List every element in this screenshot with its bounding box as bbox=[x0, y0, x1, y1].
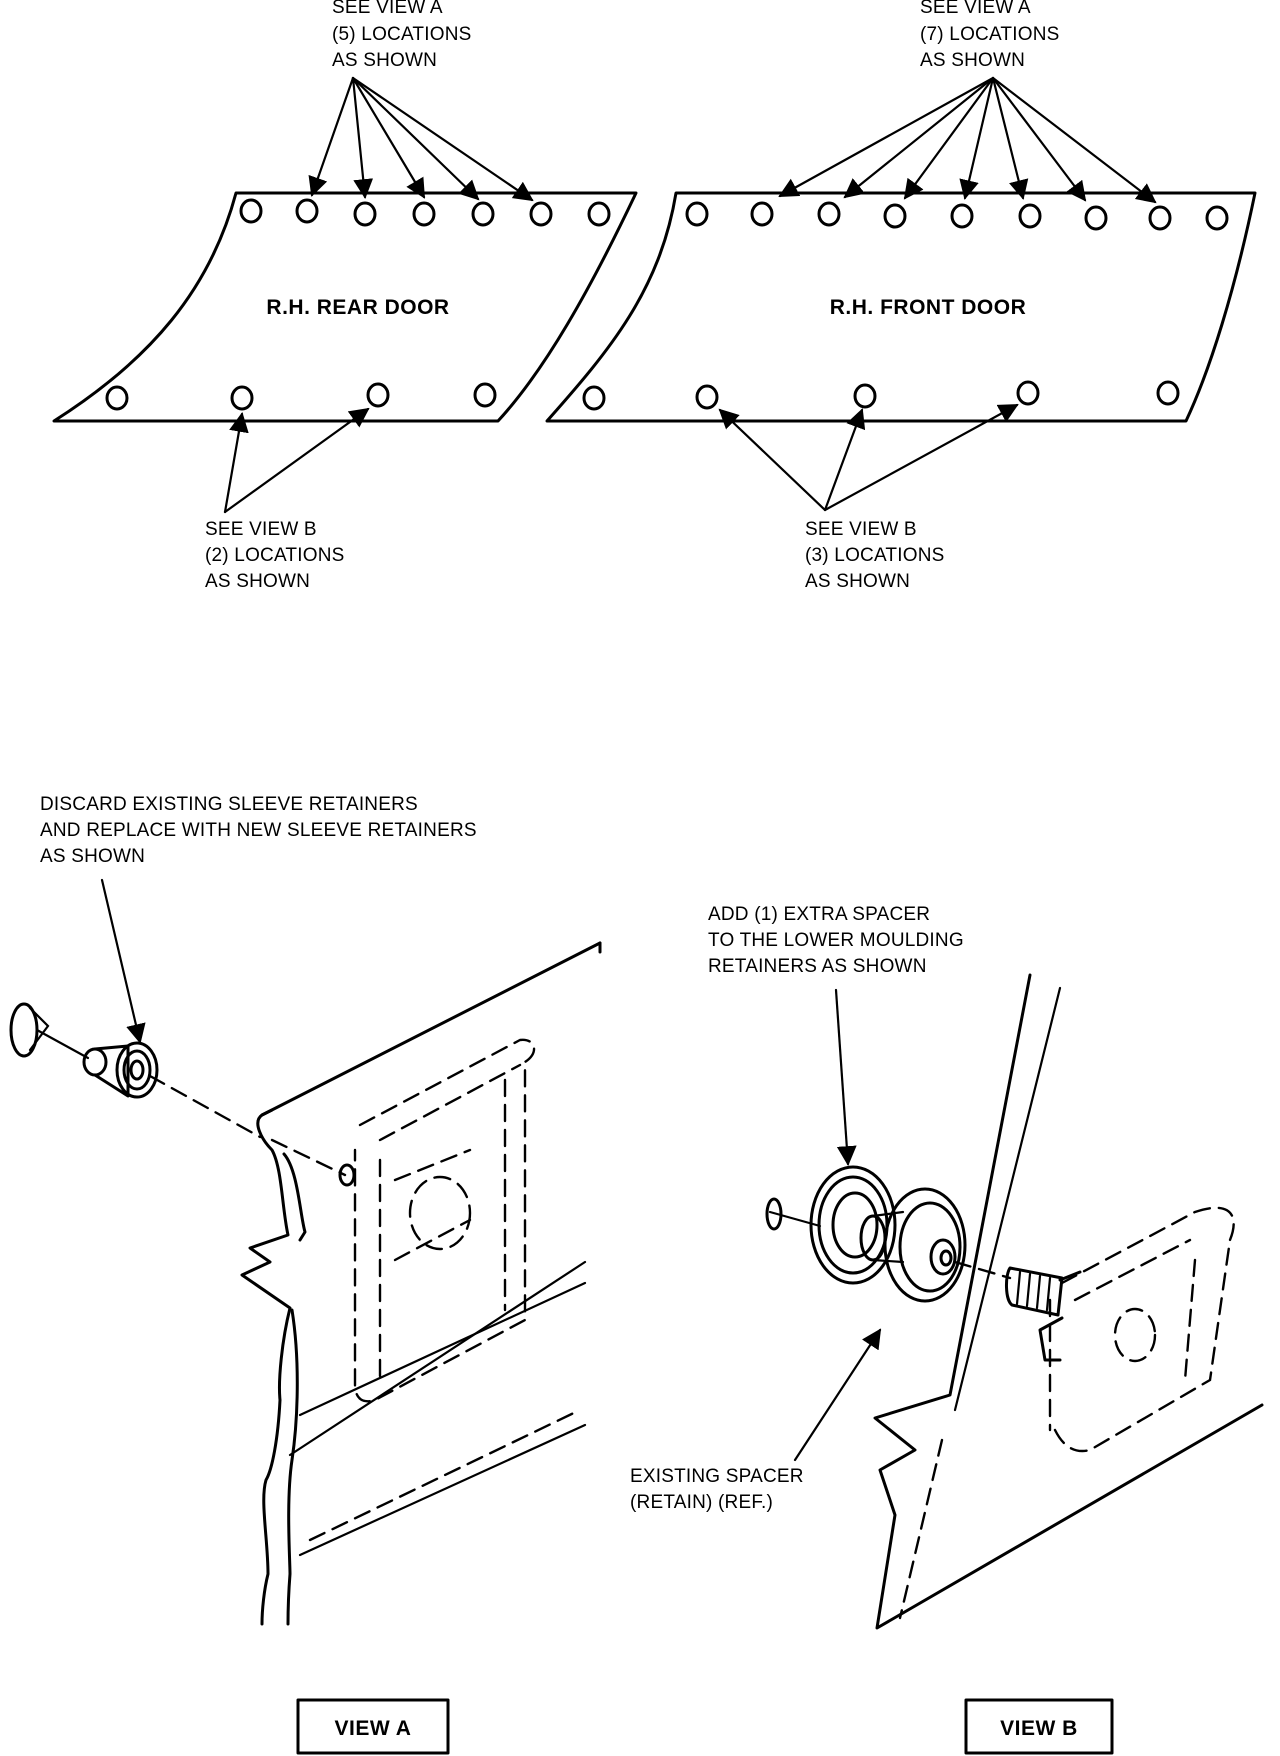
sleeve-retainer bbox=[82, 1041, 159, 1099]
front-door-top-holes bbox=[685, 201, 1229, 231]
callout-line: (7) LOCATIONS bbox=[920, 24, 1060, 45]
rear-door-callout-bottom: SEE VIEW B (2) LOCATIONS AS SHOWN bbox=[205, 519, 345, 592]
view-a-note: DISCARD EXISTING SLEEVE RETAINERS AND RE… bbox=[40, 794, 477, 867]
callout-line: SEE VIEW A bbox=[920, 0, 1031, 18]
view-a-label: VIEW A bbox=[335, 1717, 412, 1740]
front-door-top-arrows bbox=[778, 76, 1157, 204]
front-door-callout-top: SEE VIEW A (7) LOCATIONS AS SHOWN bbox=[920, 0, 1060, 71]
view-a-label-box: VIEW A bbox=[296, 1698, 450, 1755]
rear-door-bottom-arrows bbox=[223, 407, 370, 514]
callout-line: SEE VIEW B bbox=[205, 519, 317, 540]
callout-line: (3) LOCATIONS bbox=[805, 545, 945, 566]
front-door-outline bbox=[545, 191, 1257, 423]
view-a-moulding-top bbox=[260, 941, 602, 1117]
view-a-moulding-hidden bbox=[308, 1408, 582, 1542]
fastener-pin bbox=[9, 1002, 90, 1060]
view-a-moulding-line bbox=[298, 1281, 587, 1417]
note-line: ADD (1) EXTRA SPACER bbox=[708, 904, 930, 925]
note-line: (RETAIN) (REF.) bbox=[630, 1492, 773, 1513]
view-b-label-box: VIEW B bbox=[964, 1698, 1114, 1755]
view-b-illustration: ADD (1) EXTRA SPACER TO THE LOWER MOULDI… bbox=[630, 904, 1264, 1630]
spacer-shaft bbox=[859, 1210, 905, 1264]
view-a-hidden-bracket bbox=[270, 1038, 536, 1403]
note-line: TO THE LOWER MOULDING bbox=[708, 930, 964, 951]
view-a-panel-edge bbox=[240, 941, 602, 1626]
view-a-note-arrow bbox=[100, 878, 146, 1044]
front-door-bottom-arrows bbox=[718, 403, 1019, 512]
callout-line: (2) LOCATIONS bbox=[205, 545, 345, 566]
view-b-panel-edge-inner bbox=[953, 986, 1062, 1412]
view-b-add-arrow bbox=[834, 988, 857, 1166]
callout-line: AS SHOWN bbox=[920, 50, 1025, 71]
front-door-bottom-holes bbox=[582, 380, 1180, 411]
front-door-title: R.H. FRONT DOOR bbox=[830, 296, 1027, 319]
view-b-hidden-bracket bbox=[1038, 1206, 1235, 1453]
note-line: DISCARD EXISTING SLEEVE RETAINERS bbox=[40, 794, 418, 815]
existing-spacer bbox=[883, 1187, 967, 1303]
view-a-illustration: DISCARD EXISTING SLEEVE RETAINERS AND RE… bbox=[9, 794, 602, 1626]
rear-door-top-arrows bbox=[308, 76, 534, 202]
view-b-note-existing: EXISTING SPACER (RETAIN) (REF.) bbox=[630, 1466, 804, 1513]
view-b-label: VIEW B bbox=[1000, 1717, 1078, 1740]
callout-line: AS SHOWN bbox=[805, 571, 910, 592]
callout-line: SEE VIEW A bbox=[332, 0, 443, 18]
view-b-panel-hidden bbox=[898, 1438, 944, 1620]
front-door-panel: R.H. FRONT DOOR SEE VIEW A (7) LOCATIONS… bbox=[545, 0, 1257, 592]
view-b-existing-arrow bbox=[793, 1328, 882, 1462]
rear-door-top-holes bbox=[239, 198, 611, 227]
callout-line: AS SHOWN bbox=[332, 50, 437, 71]
view-b-panel-edge bbox=[873, 973, 1264, 1630]
rear-door-bottom-holes bbox=[105, 382, 497, 411]
rear-door-outline bbox=[52, 191, 638, 423]
threaded-stud bbox=[1005, 1266, 1064, 1317]
view-a-moulding-line bbox=[298, 1423, 587, 1557]
view-a-moulding-line bbox=[288, 1260, 587, 1457]
rear-door-title: R.H. REAR DOOR bbox=[266, 296, 449, 319]
note-line: EXISTING SPACER bbox=[630, 1466, 804, 1487]
callout-line: (5) LOCATIONS bbox=[332, 24, 472, 45]
view-b-note-add: ADD (1) EXTRA SPACER TO THE LOWER MOULDI… bbox=[708, 904, 964, 977]
callout-line: AS SHOWN bbox=[205, 571, 310, 592]
rear-door-panel: R.H. REAR DOOR SEE VIEW A (5) LOCATIONS … bbox=[52, 0, 638, 592]
note-line: AND REPLACE WITH NEW SLEEVE RETAINERS bbox=[40, 820, 477, 841]
view-a-axis-line bbox=[148, 1074, 262, 1139]
note-line: AS SHOWN bbox=[40, 846, 145, 867]
front-door-callout-bottom: SEE VIEW B (3) LOCATIONS AS SHOWN bbox=[805, 519, 945, 592]
callout-line: SEE VIEW B bbox=[805, 519, 917, 540]
view-b-axis-line bbox=[953, 1260, 1012, 1280]
view-a-panel-edge-inner bbox=[282, 1152, 307, 1626]
note-line: RETAINERS AS SHOWN bbox=[708, 956, 927, 977]
rear-door-callout-top: SEE VIEW A (5) LOCATIONS AS SHOWN bbox=[332, 0, 472, 71]
